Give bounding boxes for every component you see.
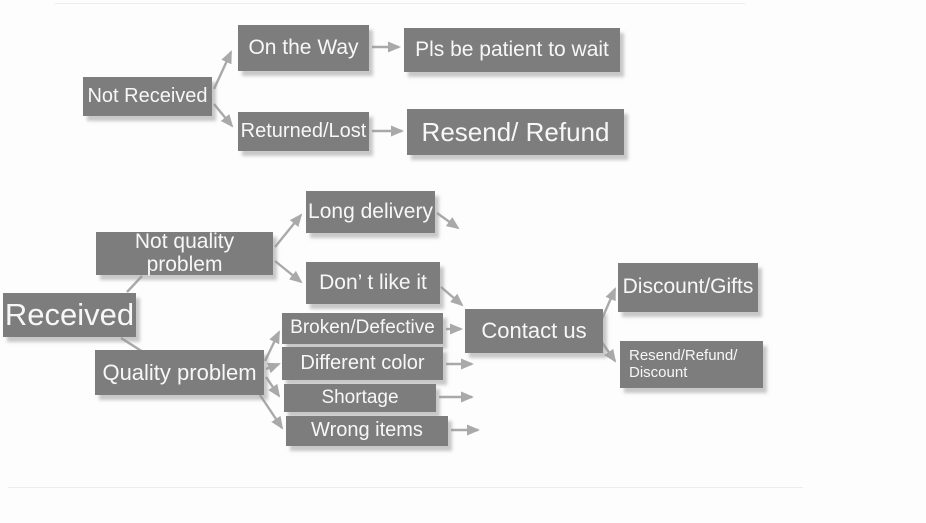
node-label: Resend/Refund/ Discount: [629, 347, 738, 381]
node-label: Broken/Defective: [290, 317, 435, 339]
edge-not-received-to-on-the-way: [212, 50, 233, 90]
edge-dont-like-it-to-contact-us: [440, 286, 464, 307]
node-label: Discount/Gifts: [622, 275, 754, 299]
node-label: On the Way: [248, 35, 359, 59]
node-long-delivery: Long delivery: [306, 191, 435, 233]
node-not-quality-problem: Not quality problem: [96, 229, 273, 276]
node-label: Resend/ Refund: [421, 116, 610, 147]
edge-received-to-not-quality-problem: [126, 275, 143, 293]
node-returned-lost: Returned/Lost: [238, 112, 369, 151]
node-resend-refund: Resend/ Refund: [407, 109, 624, 155]
frame-line-1: [55, 3, 745, 4]
edge-nqp-to-dont-like-it: [274, 260, 303, 284]
node-discount-gifts: Discount/Gifts: [618, 263, 758, 312]
node-label: Long delivery: [308, 199, 433, 223]
node-received: Received: [3, 293, 136, 337]
node-different-color: Different color: [282, 347, 443, 380]
node-resend-refund-discount: Resend/Refund/ Discount: [620, 341, 763, 388]
edge-qp-to-shortage: [265, 376, 281, 398]
node-not-received: Not Received: [83, 77, 212, 116]
edge-not-received-to-returned-lost: [213, 103, 234, 128]
node-contact-us: Contact us: [465, 309, 603, 353]
node-label: Not Received: [87, 84, 208, 107]
edge-contact-us-to-discount-gifts: [599, 287, 617, 322]
node-label: Different color: [300, 351, 425, 374]
node-label: Not quality problem: [134, 229, 235, 276]
edge-qp-to-broken-defective: [263, 330, 281, 362]
node-quality-problem: Quality problem: [95, 350, 264, 395]
edge-nqp-to-long-delivery: [274, 213, 303, 248]
node-broken-defective: Broken/Defective: [282, 313, 443, 344]
node-label: Contact us: [481, 318, 587, 344]
node-wrong-items: Wrong items: [286, 416, 448, 446]
frame-line-0: [8, 487, 803, 488]
edge-long-delivery-out: [436, 212, 460, 230]
node-label: Pls be patient to wait: [415, 37, 609, 61]
edge-received-to-quality-problem: [120, 336, 144, 354]
node-label: Don’ t like it: [319, 270, 427, 294]
node-dont-like-it: Don’ t like it: [306, 262, 440, 304]
node-label: Received: [4, 297, 135, 333]
node-shortage: Shortage: [284, 384, 436, 412]
edge-qp-to-different-color: [265, 362, 281, 374]
edge-contact-us-to-resend-refund-discount: [600, 340, 617, 363]
edge-qp-to-wrong-items: [257, 391, 284, 430]
node-label: Wrong items: [311, 419, 423, 442]
node-label: Quality problem: [102, 359, 257, 385]
node-pls-be-patient: Pls be patient to wait: [404, 28, 620, 72]
node-on-the-way: On the Way: [238, 25, 369, 71]
node-label: Returned/Lost: [240, 119, 367, 142]
node-label: Shortage: [321, 386, 399, 408]
